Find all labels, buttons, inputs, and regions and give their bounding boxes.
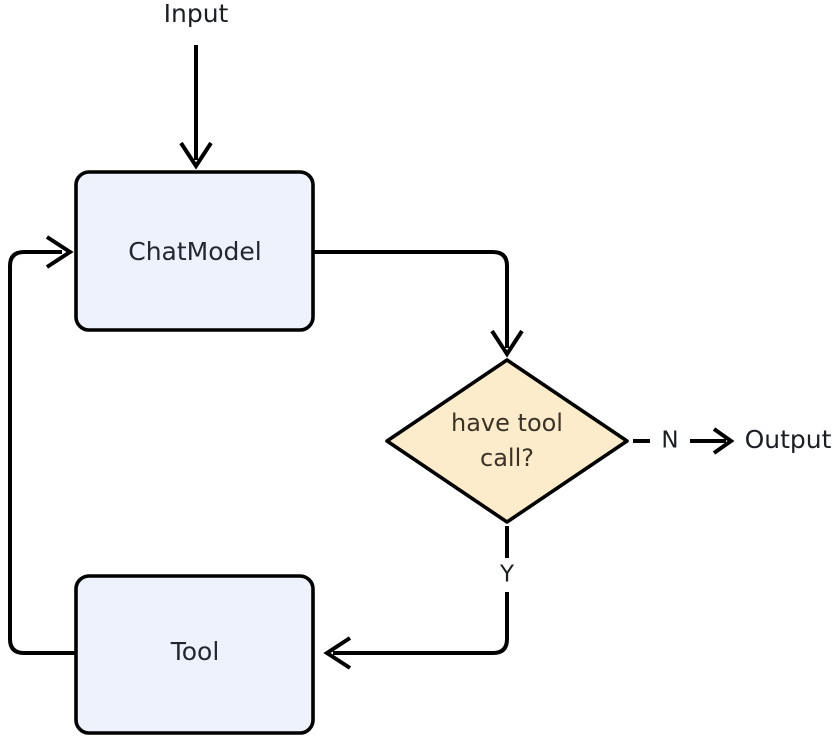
decision-diamond[interactable] [385,358,629,524]
edge-chatmodel-to-decision [313,250,524,358]
yes-branch-label: Y [499,562,515,588]
node-chatmodel[interactable]: ChatModel [74,170,315,332]
edge-input-to-chatmodel [179,45,213,170]
chatmodel-label: ChatModel [128,237,261,266]
chatmodel-decision-arrow-head [490,329,524,358]
input-label: Input [164,0,229,28]
feedback-arrow-head [45,235,74,269]
output-label: Output [745,425,832,454]
yes-branch-line [333,592,509,655]
edge-decision-yes [323,526,509,670]
feedback-loop-line [8,250,76,655]
edge-tool-to-chatmodel [8,235,76,655]
input-arrow-head [179,141,213,170]
edge-decision-no [633,427,735,455]
tool-label: Tool [170,637,220,666]
output-arrow-head [712,427,735,455]
decision-label-line2: call? [480,444,534,472]
node-tool[interactable]: Tool [74,574,315,735]
chatmodel-decision-line [313,250,509,348]
tool-arrow-head [323,636,352,670]
decision-label-line1: have tool [451,409,563,437]
no-branch-label: N [661,428,678,454]
node-decision[interactable]: have tool call? [385,358,629,524]
